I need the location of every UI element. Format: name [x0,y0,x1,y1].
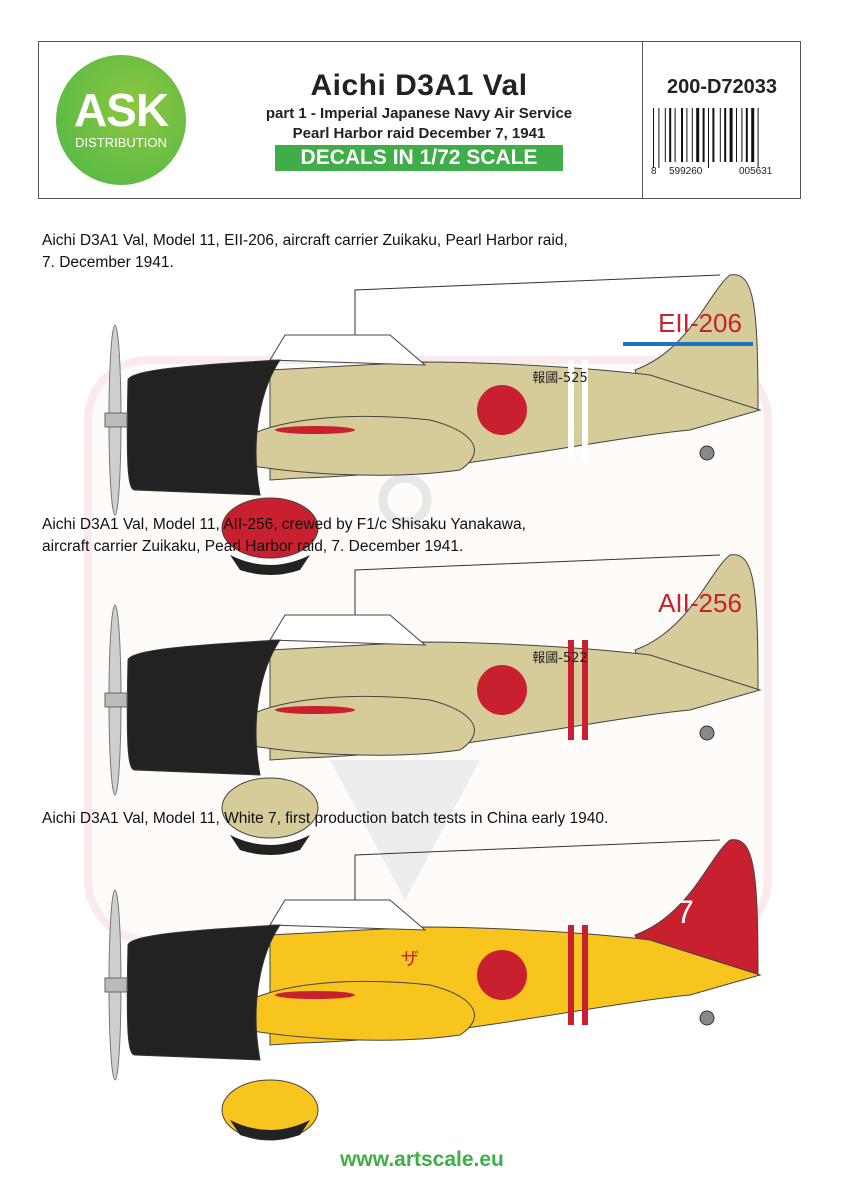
canopy [269,899,427,931]
caption-line: Aichi D3A1 Val, Model 11, EII-206, aircr… [42,232,568,249]
tail-wheel [699,445,715,461]
logo-text: ASK [73,84,169,136]
caption-line: aircraft carrier Zuikaku, Pearl Harbor r… [42,538,464,555]
canopy [269,614,427,646]
product-code: 200-D72033 [666,76,778,98]
propeller-hub [104,977,128,993]
subtitle: part 1 - Imperial Japanese Navy Air Serv… [265,105,573,122]
cowling [126,359,281,496]
wing-stripe [275,706,355,714]
canopy [269,334,427,366]
tail-code: EII-206 [658,308,742,338]
logo-subtext: DISTRIBUTION [75,135,167,150]
fuselage-band [568,640,574,740]
drop-bomb [221,777,319,839]
tail-code: 7 [676,894,694,930]
profile-2-caption: Aichi D3A1 Val, Model 11, AII-256, crewe… [42,514,526,558]
header-box: ASK DISTRIBUTION Aichi D3A1 Val part 1 -… [38,41,801,199]
profile-3-caption: Aichi D3A1 Val, Model 11, White 7, first… [42,808,608,830]
antenna-wire [354,839,721,915]
tail-wheel [699,1010,715,1026]
fuselage-band [582,360,588,460]
profile-1-caption: Aichi D3A1 Val, Model 11, EII-206, aircr… [42,230,568,274]
tail-code: AII-256 [658,588,742,618]
barcode-digits-right: 005631 [739,166,773,177]
wing-stripe [275,426,355,434]
page-title: Aichi D3A1 Val [310,69,528,102]
propeller-hub [104,412,128,428]
tail-stripe [623,342,753,346]
fuselage-marking: ザ [401,949,419,970]
aircraft-profile-3: 7ザ [104,839,762,1141]
antenna-wire [354,274,721,350]
wing-stripe [275,991,355,999]
cowling [126,924,281,1061]
hinomaru [477,385,527,435]
fuselage-band [568,360,574,460]
fuselage-band [582,640,588,740]
fuselage-marking: 報國-522 [532,651,588,666]
caption-line: Aichi D3A1 Val, Model 11, AII-256, crewe… [42,516,526,533]
cowling [126,639,281,776]
barcode-digits-left: 599260 [669,166,703,177]
antenna-wire [354,554,721,630]
aircraft-profile-1: EII-206 報國-525 [104,274,762,575]
title-block: Aichi D3A1 Val part 1 - Imperial Japanes… [209,42,629,171]
caption-line: Aichi D3A1 Val, Model 11, White 7, first… [42,810,609,827]
fuselage-band [582,925,588,1025]
hinomaru [477,950,527,1000]
barcode [653,108,759,168]
divider [642,42,643,198]
bomb-tail [230,1120,310,1140]
drop-bomb [221,497,319,559]
tail-fin [634,839,759,976]
fuselage-band [568,925,574,1025]
subtitle-event: Pearl Harbor raid December 7, 1941 [292,125,546,142]
fuselage-marking: 報國-525 [532,371,588,386]
tail-fin [634,554,759,691]
aircraft-profile-2: AII-256 報國-522 [104,554,762,855]
barcode-digit-lead: 8 [651,166,657,177]
scale-badge: DECALS IN 1/72 SCALE [274,145,564,171]
ask-distribution-logo: ASK DISTRIBUTION [56,55,186,185]
bomb-tail [230,555,310,575]
caption-line: 7. December 1941. [42,254,174,271]
tail-wheel [699,725,715,741]
hinomaru [477,665,527,715]
propeller-hub [104,692,128,708]
website-link[interactable]: www.artscale.eu [340,1148,504,1171]
bomb-tail [230,835,310,855]
